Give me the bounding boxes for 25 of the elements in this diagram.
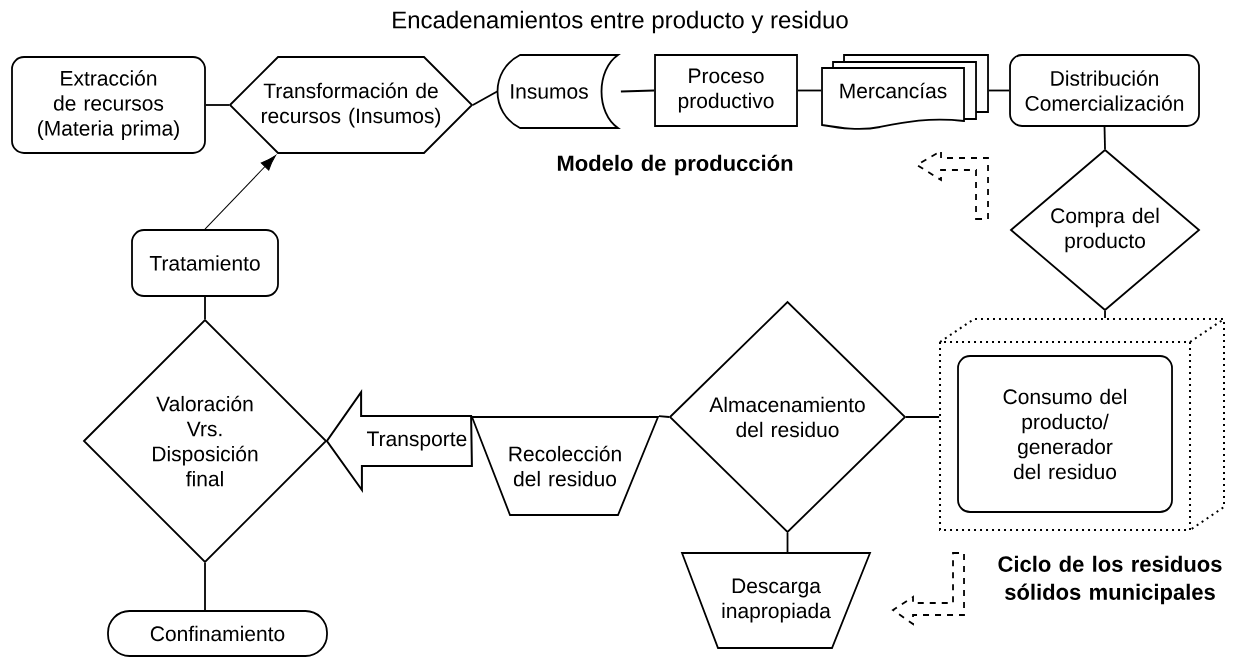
edge-label: Transporte — [364, 429, 470, 453]
title: Encadenamientos entre producto y residuo — [393, 10, 848, 34]
process-box: Proceso productivo — [654, 54, 798, 127]
connector-line — [1103, 126, 1106, 150]
dotted-cube — [939, 318, 1225, 531]
connector-line — [620, 89, 655, 93]
arrow — [204, 155, 276, 230]
connector-line — [797, 89, 822, 92]
rounded-box: Distribución Comercialización — [1009, 54, 1200, 127]
section-label: Ciclo de los residuos sólidos municipales — [998, 555, 1222, 605]
block-arrow — [325, 388, 473, 494]
connector-line — [205, 104, 230, 106]
connector-line — [988, 89, 1010, 92]
rounded-box: Extracción de recursos (Materia prima) — [11, 56, 206, 154]
rounded-box: Consumo del producto/ generador del residuo — [957, 355, 1173, 513]
document-stack: Mercancías — [821, 54, 989, 130]
rounded-box: Tratamiento — [131, 229, 279, 297]
connector-line — [905, 416, 940, 418]
section-label: Modelo de producción — [557, 154, 793, 176]
connector-line — [786, 532, 789, 553]
connector-line — [204, 296, 206, 320]
connector-line — [658, 415, 670, 418]
connector-line — [1104, 310, 1106, 319]
connector-line — [472, 90, 498, 106]
connector-line — [204, 562, 206, 611]
